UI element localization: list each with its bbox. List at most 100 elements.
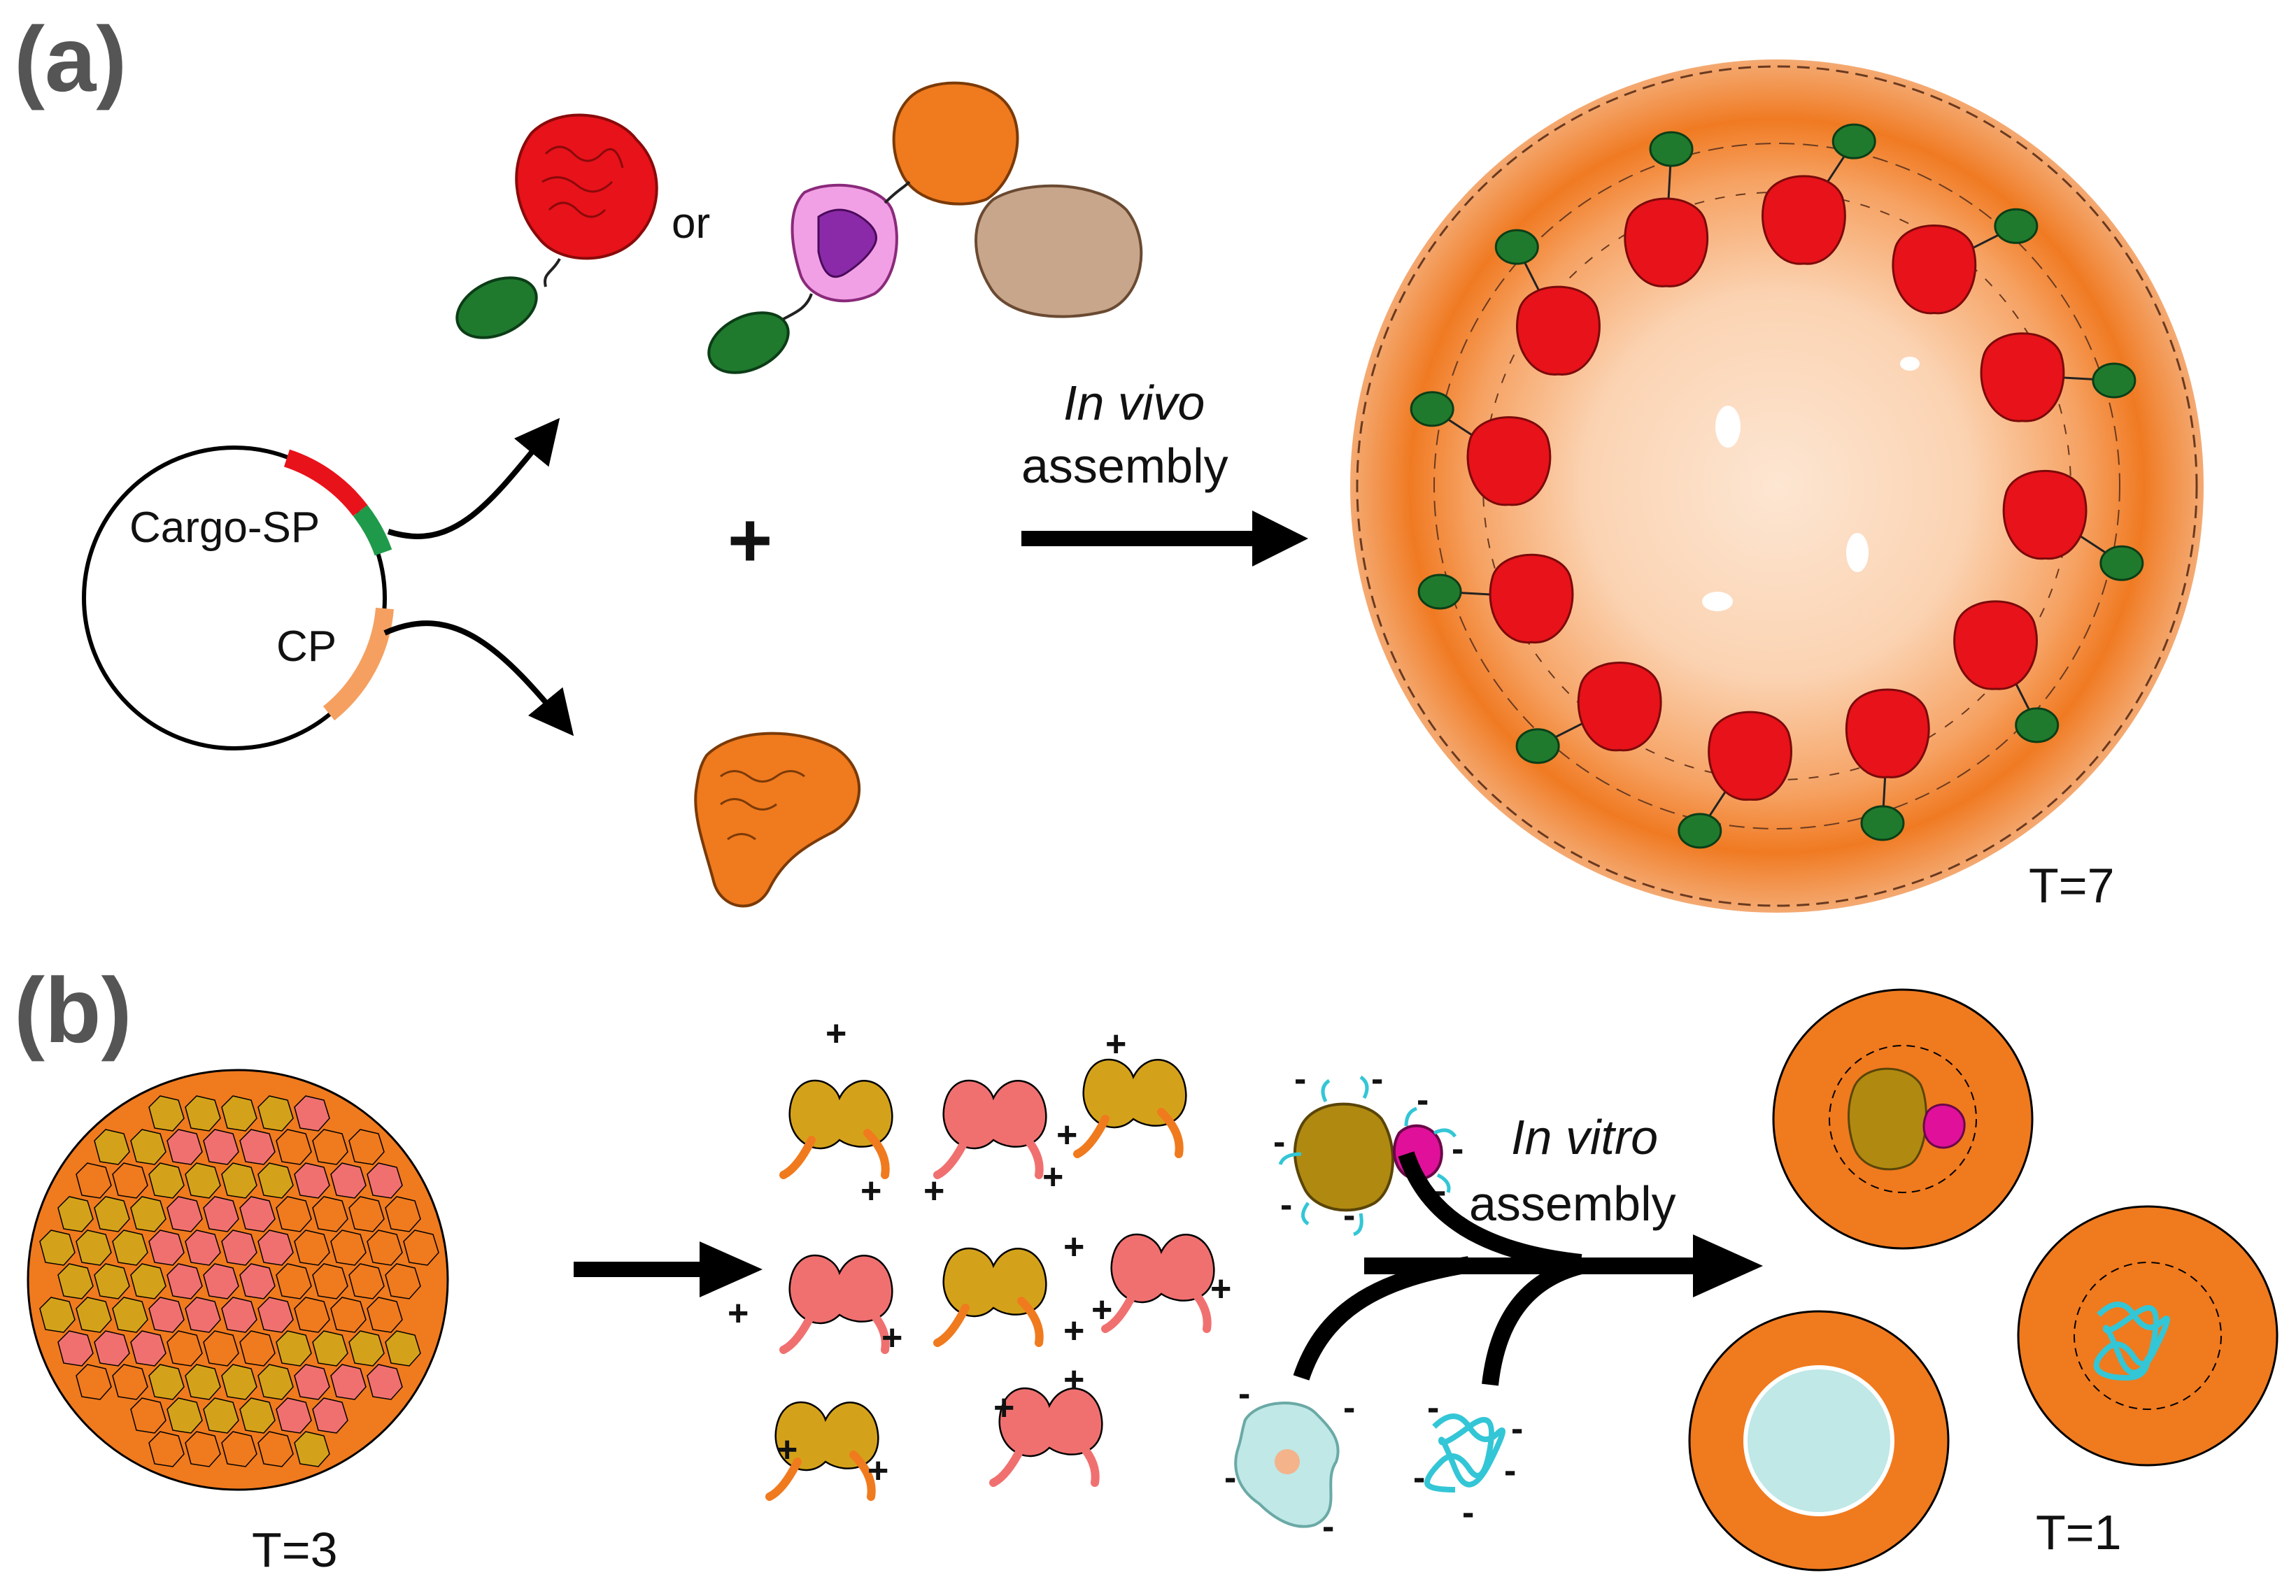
t3-subunit (221, 1364, 257, 1400)
t3-subunit (148, 1364, 185, 1400)
encapsulated-green-sp (1515, 728, 1560, 764)
purple-core (817, 208, 877, 278)
t3-subunit (312, 1129, 348, 1165)
t3-subunit (294, 1431, 330, 1467)
t3-subunit (221, 1230, 257, 1266)
t3-subunit (57, 1330, 94, 1367)
t3-subunit (330, 1297, 367, 1333)
t3-subunit (312, 1196, 348, 1232)
t3-subunit (221, 1297, 257, 1333)
t7-pores (1702, 357, 1920, 611)
t3-subunit (203, 1397, 239, 1434)
t3-subunit (276, 1397, 312, 1434)
dimer-arm (933, 1129, 1044, 1179)
t3-subunit (203, 1129, 239, 1165)
linker (544, 258, 561, 287)
cp-gene-segment (323, 607, 394, 721)
encapsulated-red-cargo (1953, 600, 2038, 690)
t3-subunit (330, 1364, 367, 1400)
merge-arrow-left (1293, 1256, 1471, 1381)
t7-inner-ring (1433, 143, 2120, 829)
green-sp-domain (455, 276, 538, 339)
t3-subunit (367, 1297, 403, 1333)
encapsulated-red-cargo (1624, 197, 1709, 287)
t3-subunit (239, 1129, 276, 1165)
t3-subunit (294, 1162, 330, 1199)
red-cargo-texture (541, 145, 624, 218)
t1-capsid-polymer-cargo (2017, 1205, 2279, 1467)
t3-subunit (130, 1129, 166, 1165)
positive-charge: + (881, 1318, 902, 1358)
encapsulated-red-cargo (1516, 285, 1601, 376)
linker-3 (884, 180, 911, 204)
t3-subunit (385, 1263, 421, 1299)
encapsulated-green-sp (1417, 573, 1462, 610)
negative-charge: - (1273, 1122, 1285, 1162)
negative-charge: - (1322, 1506, 1334, 1547)
t3-subunit (185, 1230, 221, 1266)
encapsulated-green-sp (2015, 707, 2060, 743)
t3-subunit (76, 1230, 112, 1266)
t3-subunits (39, 1095, 439, 1467)
panel-a: (a) Cargo-SP CP or (14, 8, 2204, 913)
t3-subunit (330, 1162, 367, 1199)
negative-charge: - (1413, 1458, 1425, 1498)
cp-protein (694, 732, 861, 908)
t3-subunit (148, 1431, 185, 1467)
t3-subunit (112, 1162, 148, 1199)
dimer-arm (779, 1304, 890, 1354)
t3-subunit (76, 1364, 112, 1400)
negative-charge: - (1343, 1195, 1355, 1236)
encapsulated-red-cargo (2002, 470, 2088, 560)
cp-label: CP (276, 622, 336, 671)
encapsulated-red-cargo (1489, 553, 1574, 643)
t1-olive-cargo (1848, 1067, 1927, 1171)
t3-subunit (185, 1095, 221, 1132)
t3-subunit (221, 1431, 257, 1467)
t3-subunit (276, 1129, 312, 1165)
negative-charge: - (1294, 1059, 1306, 1099)
t3-capsid: T=3 (27, 1069, 449, 1577)
t3-subunit (94, 1330, 130, 1367)
t3-subunit (185, 1431, 221, 1467)
t3-subunit (348, 1129, 385, 1165)
expression-arrow-down (383, 620, 574, 736)
in-vivo-label: In vivo (1063, 376, 1205, 430)
dimer-arm (1073, 1108, 1184, 1158)
encapsulated-red-cargo (1762, 175, 1846, 265)
t3-subunit (257, 1230, 294, 1266)
t3-subunit (221, 1095, 257, 1132)
t1-polymer-coil (2093, 1302, 2170, 1381)
in-vitro-label: In vitro (1511, 1110, 1658, 1164)
t1-capsid-nanoparticle-cargo (1688, 1310, 1950, 1572)
t3-subunit (130, 1330, 166, 1367)
t3-subunit (185, 1297, 221, 1333)
t1-capsid-protein-cargo (1772, 988, 2034, 1250)
in-vivo-assembly-label: assembly (1021, 439, 1228, 493)
nanoparticle-core (1275, 1449, 1300, 1474)
cargo-red-fusion (455, 113, 658, 339)
t3-subunit (312, 1263, 348, 1299)
encapsulated-red-cargo (1980, 332, 2065, 422)
t1-inner-2 (2074, 1262, 2222, 1410)
cyan-tails (1278, 1075, 1457, 1237)
dimer-arm (765, 1451, 876, 1501)
panel-a-label: (a) (14, 8, 127, 111)
t7-capsid-shell (1350, 59, 2204, 913)
positive-charge: + (923, 1171, 944, 1211)
t3-subunit (403, 1230, 439, 1266)
in-vitro-assembly-label: assembly (1469, 1176, 1676, 1231)
encapsulated-green-sp (1649, 131, 1694, 167)
t3-subunit (330, 1230, 367, 1266)
negative-charge: - (1343, 1388, 1355, 1428)
encapsulated-green-sp (1678, 813, 1722, 849)
red-cargo-protein (515, 113, 658, 260)
t3-subunit (94, 1129, 130, 1165)
t3-subunit (312, 1397, 348, 1434)
t3-subunit (257, 1431, 294, 1467)
t3-subunit (203, 1196, 239, 1232)
plus-sign: + (728, 497, 772, 583)
t3-subunit (57, 1196, 94, 1232)
t3-subunit (203, 1263, 239, 1299)
